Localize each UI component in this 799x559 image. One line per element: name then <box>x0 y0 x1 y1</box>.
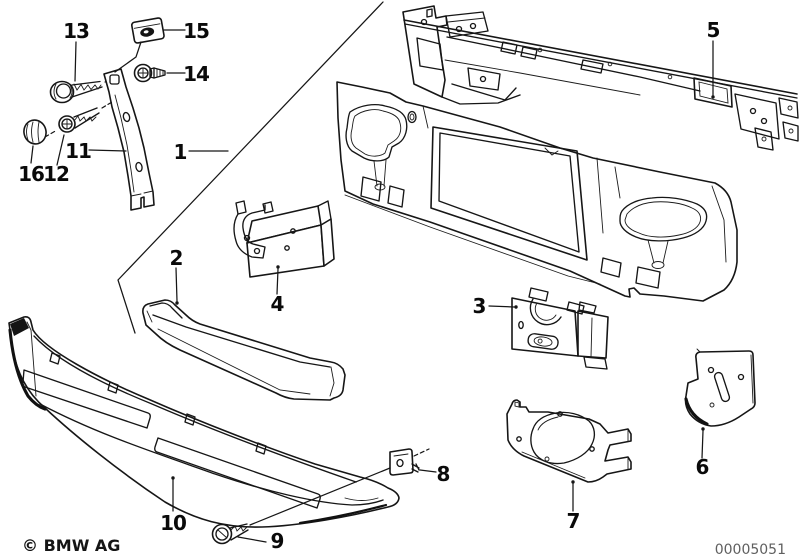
leader-lines <box>30 1 715 543</box>
part-bracket-4 <box>233 200 335 278</box>
part-clip-8 <box>389 448 430 476</box>
callout-14[interactable]: 14 <box>183 62 210 86</box>
part-expansion-rivet-14 <box>133 63 166 83</box>
part-side-bracket <box>684 348 756 427</box>
part-bracket-3 <box>511 287 609 370</box>
part-support-rail <box>142 299 346 401</box>
callout-15[interactable]: 15 <box>183 19 210 43</box>
part-bracket-11 <box>103 68 155 211</box>
callout-11[interactable]: 11 <box>65 139 92 163</box>
callout-9[interactable]: 9 <box>271 529 285 553</box>
callout-5[interactable]: 5 <box>707 18 721 42</box>
document-number: 00005051 <box>715 542 786 558</box>
callout-13[interactable]: 13 <box>63 19 90 43</box>
part-front-panel <box>336 81 738 302</box>
callout-3[interactable]: 3 <box>473 294 487 318</box>
callout-1[interactable]: 1 <box>174 140 188 164</box>
part-headlamp-bracket <box>506 399 632 483</box>
callout-4[interactable]: 4 <box>271 292 285 316</box>
part-clip-nut-15 <box>130 17 165 44</box>
callout-10[interactable]: 10 <box>160 511 187 535</box>
part-cap-16 <box>23 119 47 145</box>
callout-16[interactable]: 16 <box>18 162 45 186</box>
part-screw-12 <box>44 101 113 138</box>
callout-7[interactable]: 7 <box>567 509 581 533</box>
part-screw-9 <box>211 523 249 545</box>
copyright-text: © BMW AG <box>22 536 120 555</box>
callout-6[interactable]: 6 <box>696 455 710 479</box>
part-upper-cross-member <box>402 5 799 151</box>
callout-2[interactable]: 2 <box>170 246 184 270</box>
callout-8[interactable]: 8 <box>437 462 451 486</box>
callout-12[interactable]: 12 <box>43 162 70 186</box>
part-front-spoiler <box>8 316 400 528</box>
part-screw-13 <box>49 77 115 104</box>
